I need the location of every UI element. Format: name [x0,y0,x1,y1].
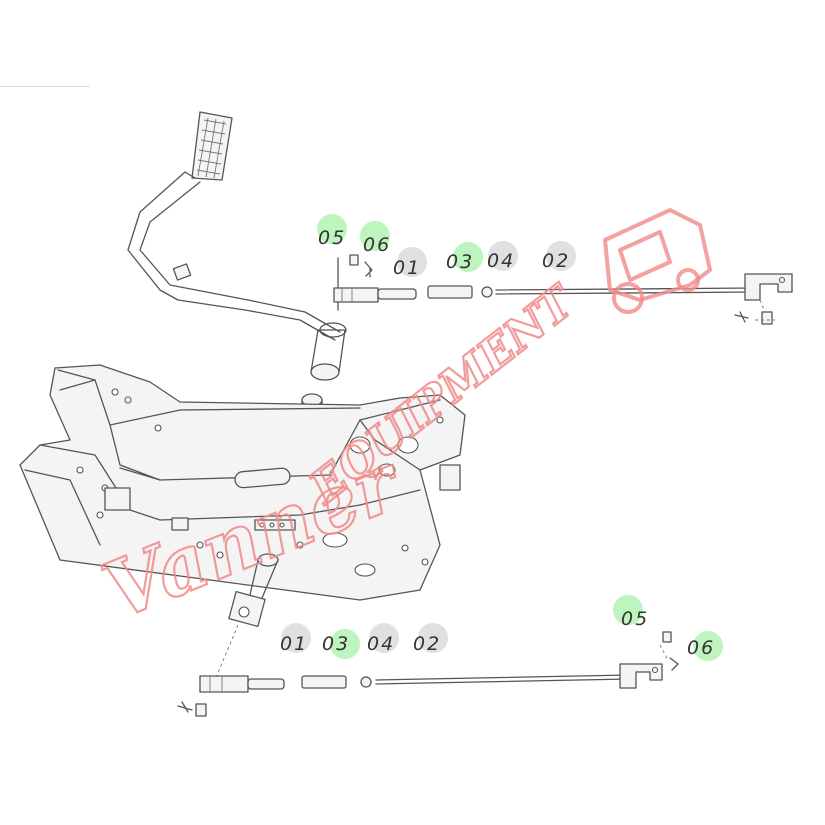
label-upper-03: 03 [446,242,483,273]
label-lower-06: 06 [687,631,723,661]
label-lower-03: 03 [322,629,360,659]
label-upper-06: 06 [360,221,391,256]
pedal-frame [19,364,466,628]
pedal-assembly [127,111,347,409]
svg-text:02: 02 [542,250,570,272]
label-upper-02: 02 [542,241,576,272]
svg-text:03: 03 [446,251,474,273]
label-upper-05: 05 [317,214,347,249]
label-lower-05: 05 [613,595,649,630]
svg-text:04: 04 [367,633,395,655]
svg-text:05: 05 [318,227,346,249]
svg-text:03: 03 [322,633,350,655]
label-lower-01: 01 [280,623,311,655]
svg-text:06: 06 [363,234,391,256]
label-upper-01: 01 [393,247,427,279]
svg-text:02: 02 [413,633,441,655]
svg-text:06: 06 [687,637,715,659]
label-lower-04: 04 [367,623,399,655]
upper-rod-assembly [333,254,793,325]
label-upper-04: 04 [487,241,518,272]
tractor-logo-icon [603,208,712,314]
svg-text:01: 01 [393,257,421,279]
label-lower-02: 02 [413,623,448,655]
svg-text:05: 05 [621,608,649,630]
svg-text:01: 01 [280,633,308,655]
part-labels: 05 06 01 03 04 02 [280,214,723,661]
svg-text:04: 04 [487,250,515,272]
top-rule [0,86,90,87]
lower-rod-assembly [177,624,679,717]
